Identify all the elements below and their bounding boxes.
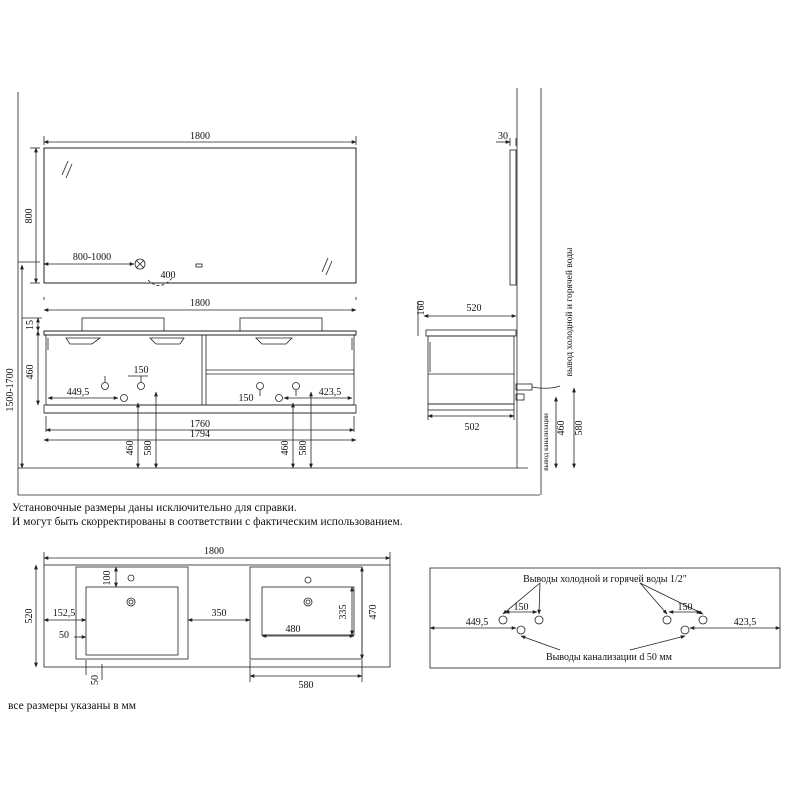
dim-water-right: 580 (298, 441, 309, 456)
dim-mirror-height: 800 (24, 209, 35, 224)
dim-drain-left: 460 (125, 441, 136, 456)
dim-bottom-50: 50 (90, 675, 101, 685)
dim-top-thickness: 15 (25, 320, 36, 330)
label-drain-title: Выводы канализации d 50 мм (546, 652, 673, 663)
dim-side-water-height: 580 (574, 421, 585, 436)
switch-icon (134, 258, 146, 270)
side-elevation (417, 88, 576, 495)
dim-plan-depth: 520 (24, 609, 35, 624)
dim-pipe-left-spacing: 150 (514, 602, 529, 613)
dim-pipe-left-offset: 449,5 (466, 617, 489, 628)
dim-right-depth: 470 (368, 605, 379, 620)
dim-basin-depth: 335 (338, 605, 349, 620)
dim-cabinet-height: 460 (25, 365, 36, 380)
dim-left-offset: 449,5 (67, 387, 90, 398)
label-water-outlet: вывод холодной и горячей воды (564, 247, 575, 377)
dim-side-top-thickness: 160 (416, 301, 427, 316)
note-line-2: И могут быть скорректированы в соответст… (12, 516, 403, 528)
mirror (43, 147, 357, 284)
label-water-title: Выводы холодной и горячей воды 1/2" (523, 574, 687, 585)
pipe-layout (429, 567, 781, 669)
dim-cabinet-width: 1800 (190, 298, 210, 309)
left-basin (85, 586, 179, 656)
note-line-1: Установочные размеры даны исключительно … (12, 502, 297, 514)
label-drain-outlet: вывод канализации (542, 413, 550, 471)
dim-right-width: 580 (299, 680, 314, 691)
dim-wall-height: 1500-1700 (5, 368, 16, 411)
dim-side-drain-height: 460 (556, 421, 567, 436)
dim-switch-dist: 400 (161, 270, 176, 281)
dim-tap-offset: 100 (102, 571, 113, 586)
dim-left-spacing: 150 (134, 365, 149, 376)
dim-side-bottom-depth: 502 (465, 422, 480, 433)
dim-drain-right: 460 (280, 441, 291, 456)
dim-outer-width: 1794 (190, 429, 210, 440)
dim-plan-width: 1800 (204, 546, 224, 557)
dim-edge-50: 50 (59, 630, 69, 641)
dim-right-spacing: 150 (239, 393, 254, 404)
units-note: все размеры указаны в мм (8, 700, 137, 712)
dim-switch-height: 800-1000 (73, 252, 111, 263)
dim-inner-width: 1760 (190, 419, 210, 430)
dim-basin-width: 480 (286, 624, 301, 635)
front-elevation (17, 92, 540, 496)
plan-view (34, 552, 391, 682)
dim-mirror-width: 1800 (190, 131, 210, 142)
dim-pipe-right-offset: 423,5 (734, 617, 757, 628)
countertop (43, 564, 391, 668)
dim-left-edge: 152,5 (53, 608, 76, 619)
side-mirror (509, 149, 517, 286)
dim-right-offset: 423,5 (319, 387, 342, 398)
dim-side-top-depth: 520 (467, 303, 482, 314)
dim-mirror-depth: 30 (498, 131, 508, 142)
dim-gap: 350 (212, 608, 227, 619)
dim-water-left: 580 (143, 441, 154, 456)
dim-pipe-right-spacing: 150 (678, 602, 693, 613)
